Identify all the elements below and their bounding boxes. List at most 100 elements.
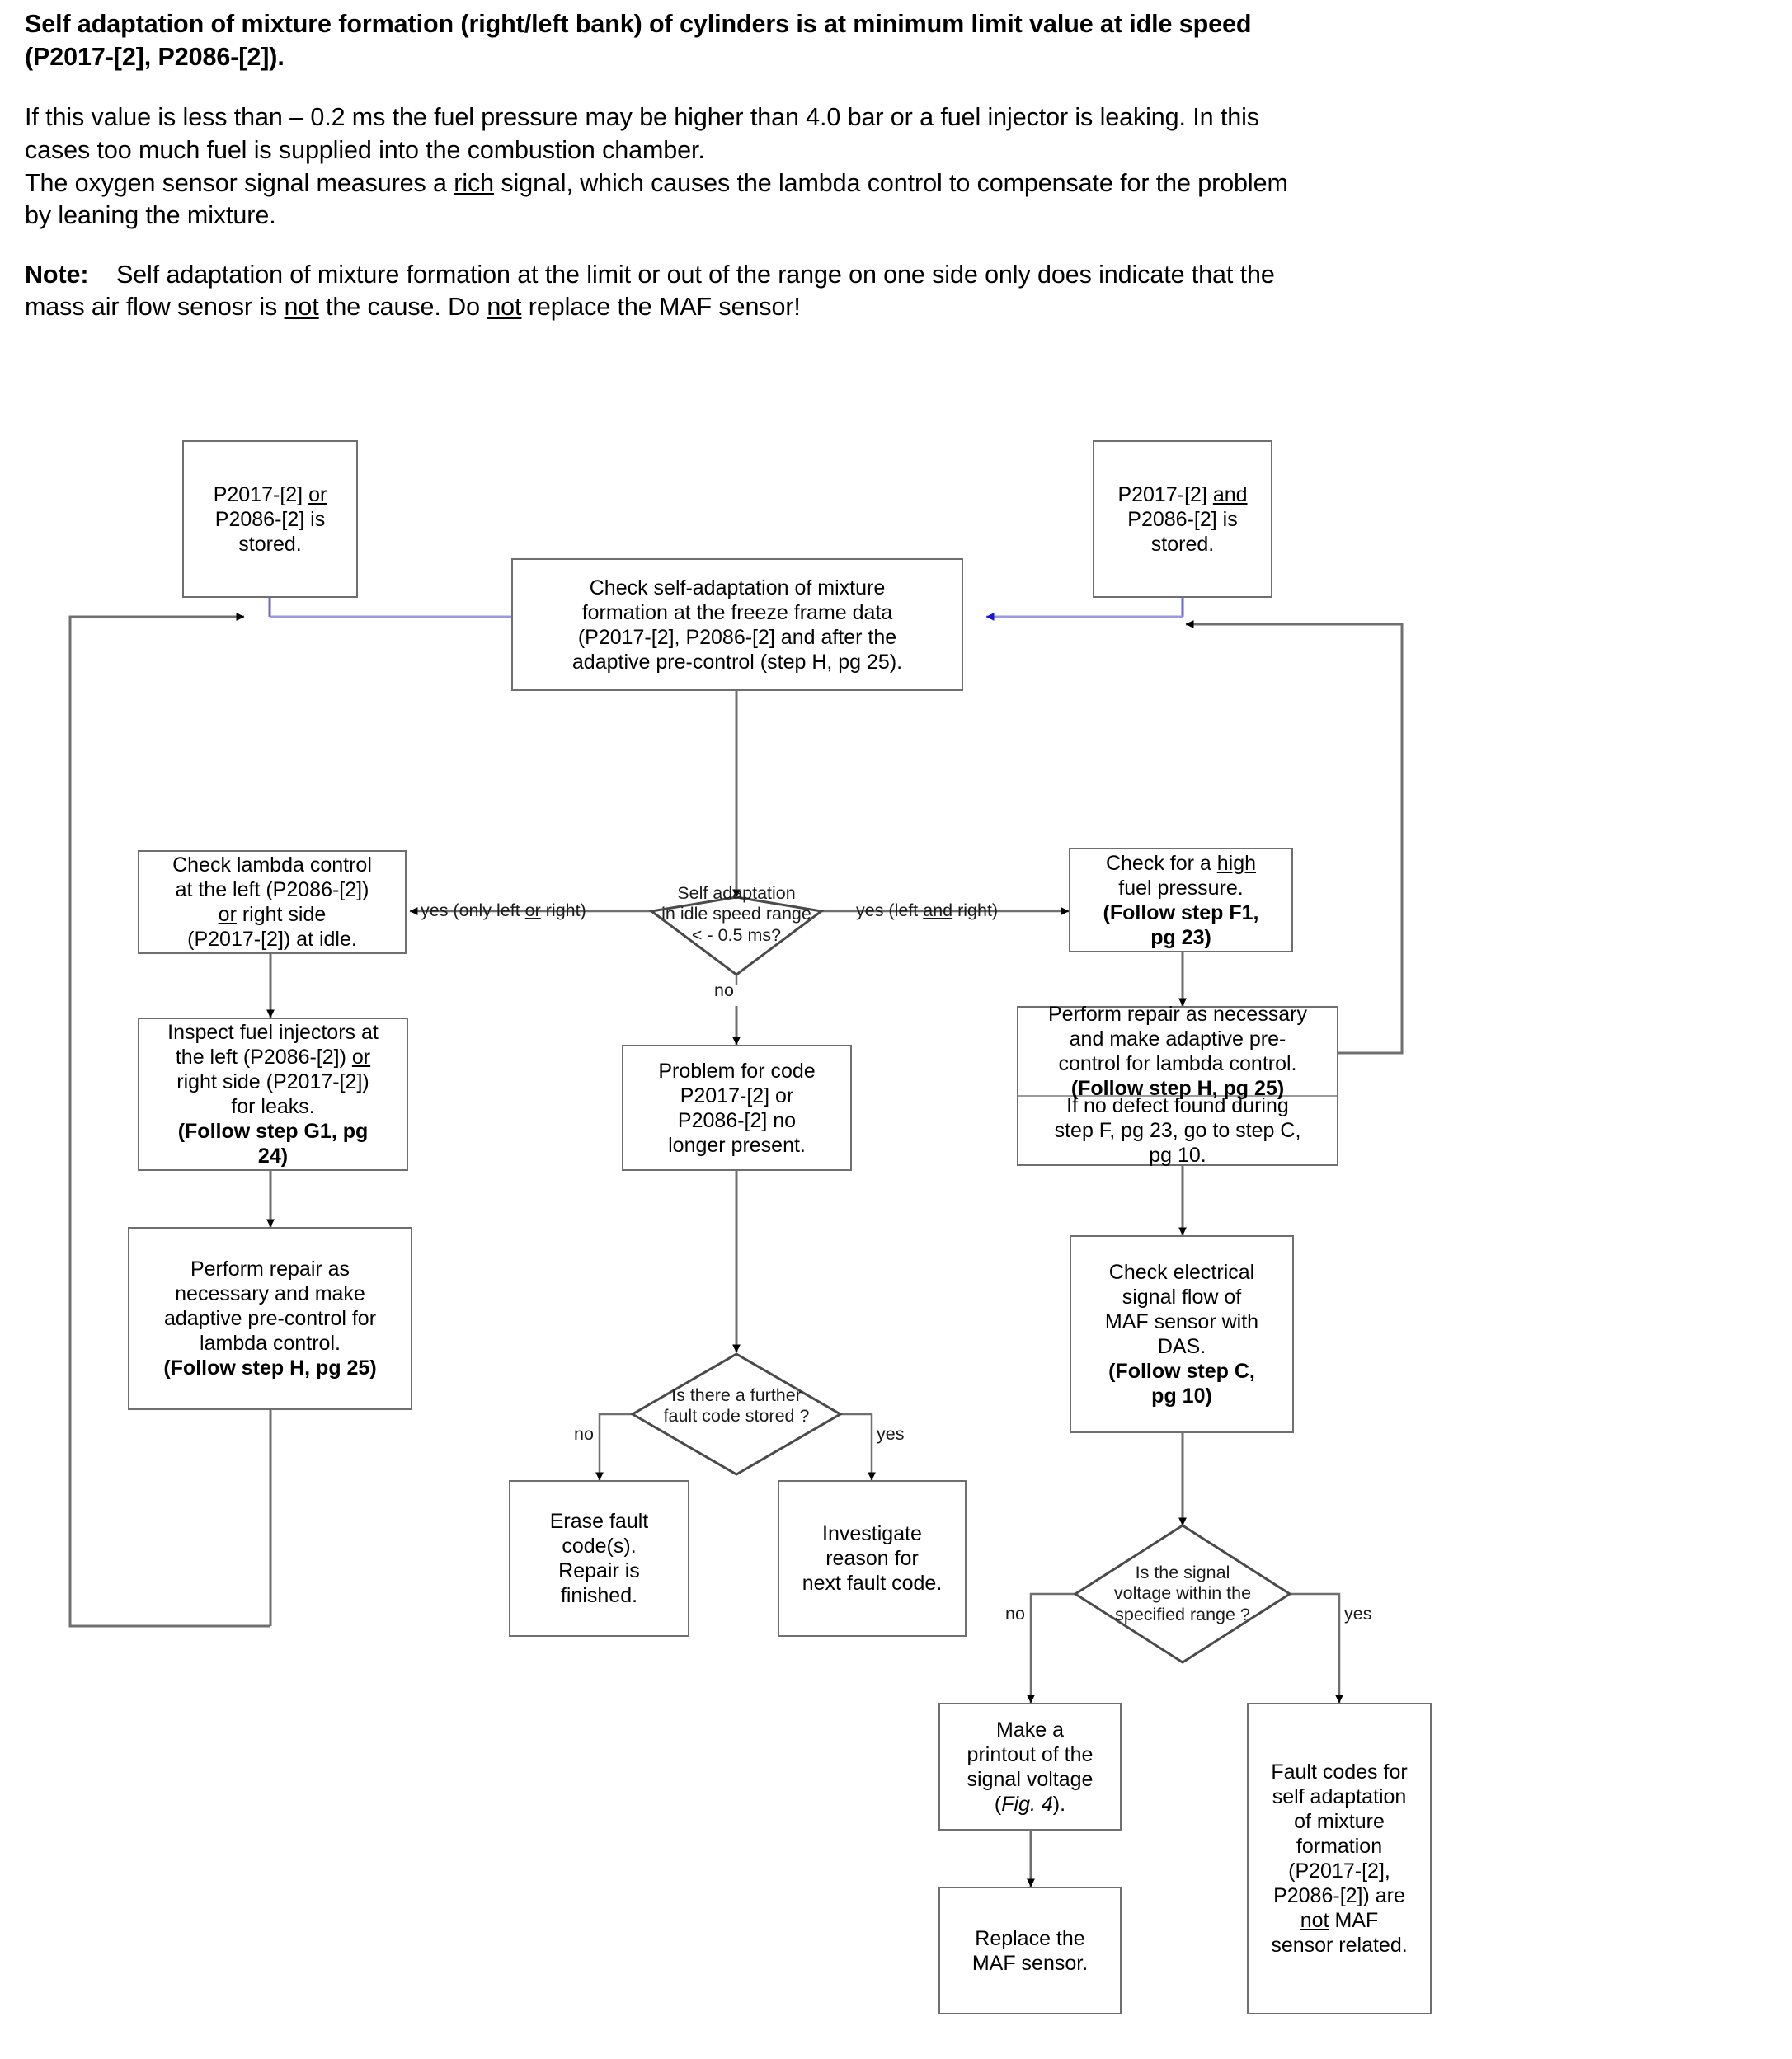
- edge-yes-left-and-right-b: right): [952, 900, 999, 920]
- node-problem-no-longer-present[interactable]: Problem for code P2017-[2] or P2086-[2] …: [622, 1045, 852, 1171]
- decision-voltage-line1: Is the signal: [1135, 1563, 1230, 1582]
- check-self-adaptation-line1: Check self-adaptation of mixture: [589, 576, 886, 599]
- repair-right-top-line4: (Follow step H, pg 25): [1070, 1077, 1285, 1101]
- connector-left-feedback-loop: [68, 613, 272, 1628]
- paragraph2-rich-emphasis: rich: [454, 168, 495, 197]
- check-lambda-line4: (P2017-[2]) at idle.: [187, 928, 357, 951]
- start-left-line1-a: P2017-[2]: [213, 482, 309, 506]
- check-electrical-line2: signal flow of: [1122, 1286, 1242, 1309]
- start-right-line2: P2086-[2] is: [1127, 507, 1238, 531]
- document-title-line1: Self adaptation of mixture formation (ri…: [25, 10, 1252, 38]
- investigate-line1: Investigate: [822, 1522, 922, 1545]
- replace-maf-line1: Replace the: [975, 1926, 1085, 1950]
- repair-right-upper-segment[interactable]: Perform repair as necessary and make ada…: [1018, 1003, 1337, 1101]
- note-not-emphasis-2: not: [487, 293, 522, 322]
- node-perform-repair-right-compound[interactable]: Perform repair as necessary and make ada…: [1017, 1003, 1338, 1168]
- node-check-electrical-signal-flow[interactable]: Check electrical signal flow of MAF sens…: [1070, 1235, 1294, 1433]
- node-inspect-fuel-injectors[interactable]: Inspect fuel injectors at the left (P208…: [138, 1018, 408, 1171]
- erase-codes-line4: finished.: [560, 1584, 638, 1607]
- fault-codes-line7-b: MAF: [1329, 1909, 1379, 1932]
- start-left-line2: P2086-[2] is: [214, 507, 326, 531]
- fuel-pressure-high-emphasis: high: [1216, 851, 1257, 875]
- fault-codes-line2: self adaptation: [1272, 1785, 1407, 1808]
- connector-decision-fault-no: [595, 1413, 633, 1481]
- edge-label-yes-only-left-or-right: yes (only left or right): [421, 900, 586, 921]
- repair-right-bottom-line2: step F, pg 23, go to step C,: [1054, 1119, 1301, 1143]
- connector-decision-voltage-yes: [1290, 1592, 1343, 1704]
- edge-label-yes-left-and-right: yes (left and right): [856, 900, 998, 921]
- fault-codes-line8: sensor related.: [1271, 1934, 1408, 1957]
- inspect-injectors-line4: for leaks.: [231, 1095, 315, 1118]
- node-perform-repair-left[interactable]: Perform repair as necessary and make ada…: [128, 1227, 412, 1410]
- connector-start-right-to-hub: [985, 598, 1184, 621]
- node-check-self-adaptation[interactable]: Check self-adaptation of mixture formati…: [511, 558, 963, 691]
- node-replace-maf-sensor[interactable]: Replace the MAF sensor.: [938, 1887, 1122, 2014]
- note-label: Note:: [25, 260, 89, 289]
- investigate-line2: reason for: [825, 1547, 919, 1570]
- check-electrical-line6: pg 10): [1151, 1384, 1212, 1408]
- repair-left-line2: necessary and make: [175, 1282, 365, 1305]
- check-lambda-line3-b: right side: [236, 903, 327, 926]
- note-not-emphasis-1: not: [284, 293, 319, 322]
- decision-idle-line1: Self adaptation: [677, 883, 796, 903]
- repair-right-lower-segment[interactable]: If no defect found during step F, pg 23,…: [1018, 1094, 1337, 1168]
- node-check-lambda-control[interactable]: Check lambda control at the left (P2086-…: [138, 850, 407, 954]
- node-start-left[interactable]: P2017-[2] or P2086-[2] is stored.: [182, 440, 358, 598]
- paragraph2-line1: The oxygen sensor signal measures a rich…: [25, 167, 1773, 200]
- check-lambda-line1: Check lambda control: [172, 853, 372, 877]
- check-self-adaptation-line2: formation at the freeze frame data: [581, 600, 893, 624]
- edge-yes-left-and-right-a: yes (left: [856, 900, 924, 920]
- decision-voltage-line3: specified range ?: [1115, 1604, 1250, 1624]
- problem-gone-line2: P2017-[2] or: [680, 1084, 794, 1107]
- repair-right-top-line1: Perform repair as necessary: [1047, 1003, 1307, 1027]
- start-right-line1-a: P2017-[2]: [1117, 482, 1213, 506]
- repair-left-line1: Perform repair as: [190, 1257, 350, 1281]
- decision-fault-line1: Is there a further: [671, 1385, 802, 1405]
- node-investigate-next-fault-code[interactable]: Investigate reason for next fault code.: [778, 1480, 967, 1637]
- note-text-line1: Self adaptation of mixture formation at …: [115, 260, 1275, 289]
- fuel-pressure-line3: (Follow step F1,: [1103, 900, 1259, 924]
- note-text-a: mass air flow senosr is: [25, 293, 285, 322]
- erase-codes-line1: Erase fault: [549, 1510, 649, 1533]
- paragraph1-line1: If this value is less than – 0.2 ms the …: [25, 103, 1259, 132]
- decision-signal-voltage-text: Is the signal voltage within the specifi…: [1084, 1563, 1282, 1625]
- inspect-injectors-line6: 24): [257, 1145, 289, 1168]
- inspect-injectors-line2-a: the left (P2086-[2]): [175, 1046, 352, 1069]
- erase-codes-line3: Repair is: [558, 1559, 640, 1582]
- edge-label-yes-further-fault: yes: [877, 1424, 905, 1444]
- decision-fault-line2: fault code stored ?: [663, 1406, 810, 1427]
- decision-idle-line2: in idle speed range: [661, 904, 811, 924]
- node-erase-fault-codes[interactable]: Erase fault code(s). Repair is finished.: [509, 1480, 689, 1637]
- decision-further-fault-code-text: Is there a further fault code stored ?: [637, 1385, 835, 1427]
- printout-line3: signal voltage: [967, 1767, 1094, 1791]
- node-fault-codes-not-maf-related[interactable]: Fault codes for self adaptation of mixtu…: [1247, 1703, 1432, 2014]
- fault-codes-line4: formation: [1296, 1835, 1383, 1858]
- repair-right-bottom-line3: pg 10.: [1149, 1144, 1206, 1168]
- node-make-printout[interactable]: Make a printout of the signal voltage (F…: [938, 1703, 1122, 1831]
- start-left-or-emphasis: or: [308, 482, 327, 506]
- decision-diamond-further-fault-code: [630, 1352, 843, 1476]
- decision-voltage-line2: voltage within the: [1113, 1583, 1252, 1604]
- problem-gone-line3: P2086-[2] no: [677, 1108, 797, 1132]
- document-title-line2: (P2017-[2], P2086-[2]).: [25, 42, 285, 71]
- node-check-high-fuel-pressure[interactable]: Check for a high fuel pressure. (Follow …: [1069, 848, 1293, 952]
- note-text-b: the cause. Do: [318, 293, 487, 322]
- decision-diamond-signal-voltage: [1073, 1524, 1292, 1664]
- fault-codes-not-emphasis: not: [1300, 1909, 1329, 1932]
- start-left-line3: stored.: [238, 532, 302, 556]
- decision-idle-line3: < - 0.5 ms?: [691, 924, 782, 945]
- connector-right-feedback-loop: [1185, 620, 1404, 1055]
- check-electrical-line5: (Follow step C,: [1108, 1360, 1255, 1383]
- printout-line2: printout of the: [967, 1742, 1094, 1766]
- note-line1: Note: Self adaptation of mixture formati…: [25, 259, 1773, 292]
- repair-left-line5: (Follow step H, pg 25): [163, 1356, 377, 1380]
- repair-right-top-line2: and make adaptive pre-: [1069, 1027, 1286, 1051]
- check-lambda-line2: at the left (P2086-[2]): [175, 878, 369, 901]
- edge-label-yes-signal-voltage: yes: [1344, 1604, 1372, 1624]
- node-start-right[interactable]: P2017-[2] and P2086-[2] is stored.: [1093, 440, 1272, 598]
- check-electrical-line1: Check electrical: [1108, 1261, 1255, 1284]
- edge-label-no-signal-voltage: no: [1005, 1604, 1025, 1624]
- inspect-injectors-or-emphasis: or: [351, 1046, 371, 1069]
- investigate-line3: next fault code.: [802, 1572, 943, 1595]
- inspect-injectors-line1: Inspect fuel injectors at: [167, 1021, 379, 1044]
